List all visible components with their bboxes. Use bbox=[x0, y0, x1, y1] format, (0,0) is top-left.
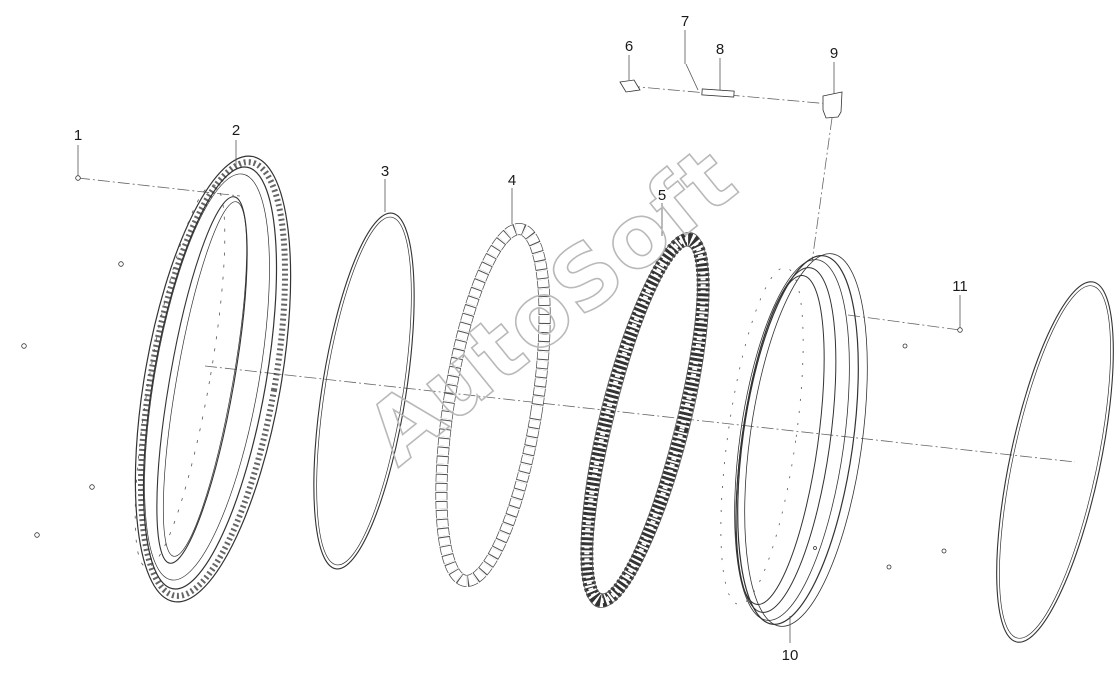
seal-ring-right bbox=[996, 281, 1114, 643]
bolt-marker bbox=[813, 546, 817, 550]
leader-lines bbox=[77, 30, 961, 643]
watermark-text: AutoSoft bbox=[348, 127, 756, 484]
callout-11: 11 bbox=[952, 278, 968, 295]
callout-5: 5 bbox=[658, 187, 666, 204]
callout-1: 1 bbox=[74, 127, 82, 144]
roller-cage-part-5 bbox=[580, 232, 710, 608]
bolt-marker bbox=[21, 343, 27, 349]
bolt-marker bbox=[902, 343, 908, 349]
bolt-marker bbox=[75, 175, 81, 181]
callout-8: 8 bbox=[716, 41, 724, 58]
inner-ring-part-10 bbox=[720, 253, 868, 627]
callout-6: 6 bbox=[625, 38, 633, 55]
callout-10: 10 bbox=[782, 647, 799, 664]
ball-cage-part-4 bbox=[435, 223, 551, 587]
callout-3: 3 bbox=[381, 163, 389, 180]
gear-ring-part-2 bbox=[134, 155, 292, 603]
bolt-marker bbox=[89, 484, 95, 490]
bolt-axis-line-right bbox=[847, 314, 961, 331]
seal-ring-part-3 bbox=[313, 212, 415, 570]
loose-hardware bbox=[21, 175, 963, 570]
bolt-marker bbox=[941, 548, 947, 554]
center-axis-line bbox=[204, 365, 1076, 463]
rod-part-8 bbox=[701, 88, 735, 98]
callout-labels: 1 2 3 4 5 6 7 8 9 10 11 bbox=[74, 13, 968, 664]
pin-part-7 bbox=[685, 63, 699, 91]
bolt-marker bbox=[957, 327, 963, 333]
fitting-part-9 bbox=[822, 91, 843, 119]
bolt-marker bbox=[34, 532, 40, 538]
plug-drop-line bbox=[811, 117, 833, 263]
bolt-marker bbox=[886, 564, 892, 570]
callout-9: 9 bbox=[830, 45, 838, 62]
callout-7: 7 bbox=[681, 13, 689, 30]
callout-4: 4 bbox=[508, 172, 516, 189]
bolt-marker bbox=[118, 261, 124, 267]
plug-part-6 bbox=[619, 79, 641, 93]
callout-2: 2 bbox=[232, 122, 240, 139]
